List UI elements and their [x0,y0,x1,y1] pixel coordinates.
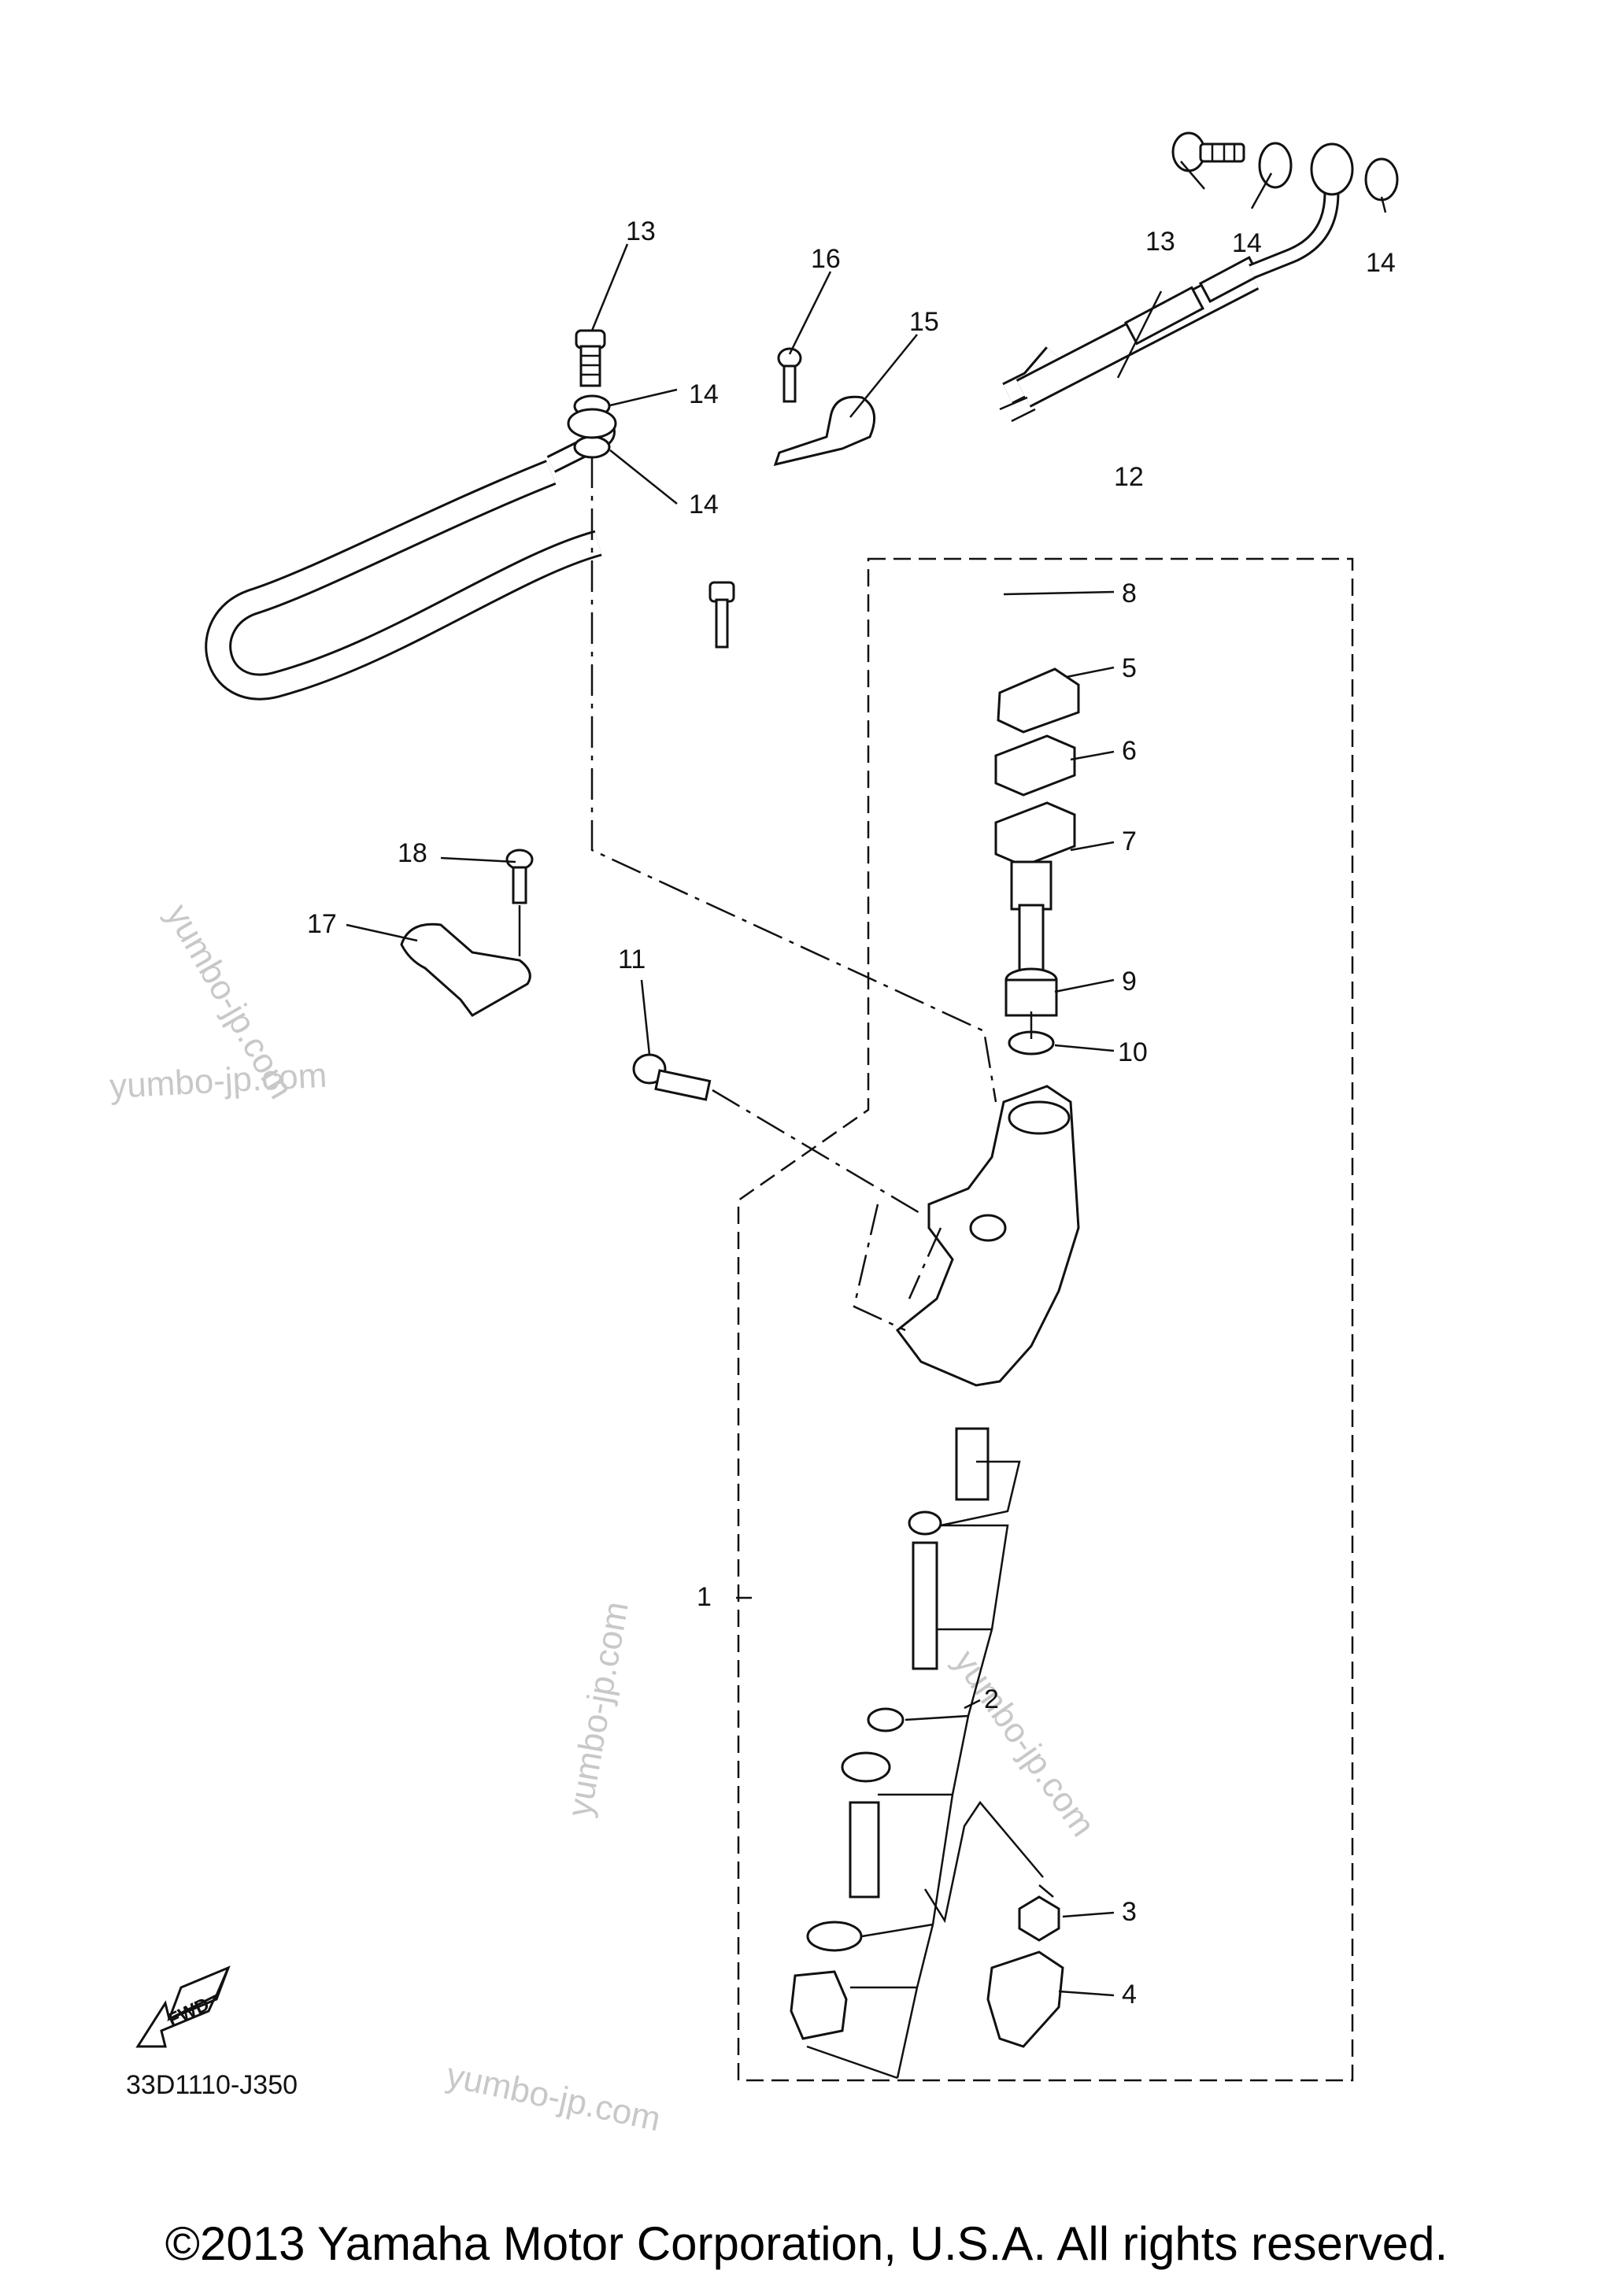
bolt-8 [708,581,735,649]
label-14-d: 14 [1366,248,1396,278]
diaphragm-7 [994,801,1076,993]
label-10: 10 [1118,1037,1148,1067]
label-6: 6 [1122,736,1137,766]
screw-16 [777,347,802,403]
union-bolt-13-lower [575,329,606,387]
copyright: ©2013 Yamaha Motor Corporation, U.S.A. A… [165,2217,1448,2270]
label-2: 2 [984,1684,999,1714]
union-bolt-13-upper [1171,131,1245,172]
label-13-lower: 13 [626,216,656,246]
master-cylinder-body [895,1085,1080,1387]
fwd-arrow-icon: FWD [135,1965,231,2048]
label-13-upper: 13 [1145,227,1175,257]
label-12: 12 [1114,462,1144,492]
piston-kit [790,1427,990,2040]
label-14-b: 14 [689,490,719,519]
washer-14-b [573,435,611,459]
clamp-15 [773,395,876,467]
screw-18 [505,849,534,904]
reservoir-cap-5 [997,667,1080,734]
label-3: 3 [1122,1897,1137,1927]
label-11: 11 [618,945,646,974]
diagram-code: 33D1110-J350 [126,2070,298,2100]
label-4: 4 [1122,1980,1137,2009]
label-9: 9 [1122,967,1137,996]
diaphragm-plate-6 [994,734,1076,797]
banjo-fitting-upper [1310,142,1354,196]
label-8: 8 [1122,579,1137,608]
nut-3 [1018,1895,1060,1942]
watermark-3: yumbo-jp.com [560,1599,636,1820]
label-1: 1 [697,1582,712,1612]
clamp-17 [400,922,531,1017]
clevis-4 [986,1950,1064,2048]
watermark-5: yumbo-jp.com [443,2056,664,2139]
label-14-a: 14 [689,379,719,409]
label-14-c: 14 [1232,228,1262,258]
part-labels: 13 16 15 14 14 12 13 14 14 8 5 6 7 9 10 … [307,216,1396,2009]
watermarks: yumbo-jp.com yumbo-jp.com yumbo-jp.com y… [109,898,1102,2139]
label-18: 18 [398,838,427,868]
label-15: 15 [909,307,939,337]
banjo-fitting [567,408,617,439]
label-5: 5 [1122,653,1137,683]
assembly-boundary [737,557,1354,2082]
brake-hose [205,176,1340,701]
washer-14-c [1258,142,1293,189]
label-17: 17 [307,909,337,939]
cap-9 [1004,967,1058,1017]
label-7: 7 [1122,826,1137,856]
leader-lines [346,161,1387,2080]
bolt-11 [632,1053,712,1101]
label-16: 16 [811,244,841,274]
washer-14-d [1364,157,1399,202]
watermark-4: yumbo-jp.com [946,1643,1103,1843]
